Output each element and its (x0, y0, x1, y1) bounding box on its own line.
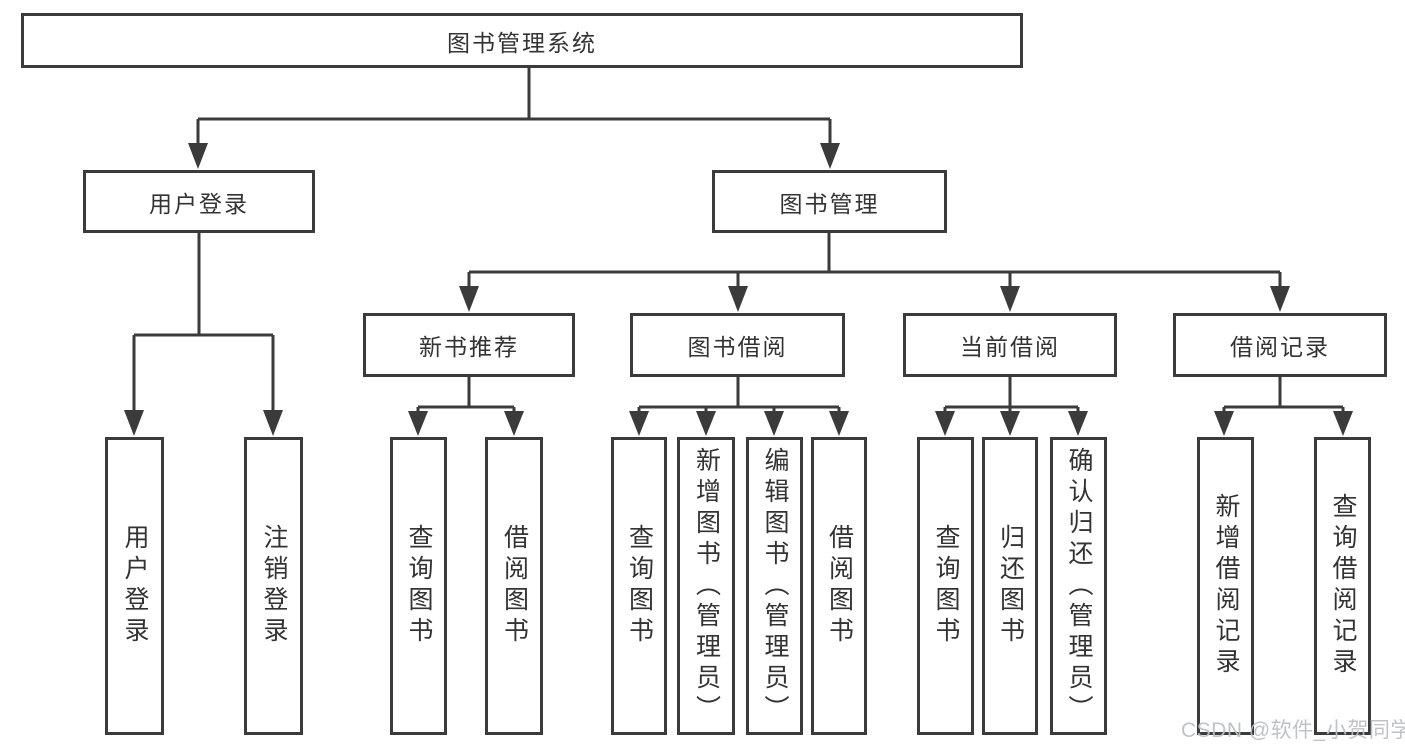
arrowhead-icon (188, 143, 208, 169)
leaf-records-query-record-label: 查询借阅记录 (1329, 493, 1357, 679)
node-borrow-records-label: 借阅记录 (1230, 334, 1330, 360)
arrowhead-icon (504, 411, 524, 436)
connector-current-borrow-to-leaves (935, 377, 1088, 436)
leaf-user-login-label: 用户登录 (121, 524, 149, 648)
arrowhead-icon (820, 143, 840, 169)
connector-book-borrow-to-leaves (629, 377, 849, 436)
leaf-current-return-books: 归还图书 (982, 437, 1038, 735)
arrowhead-icon (728, 286, 748, 312)
leaf-current-query-books-label: 查询图书 (932, 524, 960, 648)
leaf-records-add-record-label: 新增借阅记录 (1212, 493, 1240, 679)
connector-book-mgmt-to-level3 (459, 233, 1290, 312)
connector-line (1222, 377, 1345, 412)
node-book-management-label: 图书管理 (779, 190, 880, 217)
arrowhead-icon (263, 410, 283, 436)
node-system-root: 图书管理系统 (21, 13, 1023, 68)
leaf-current-confirm-return-admin-label: 确认归还（管理员） (1065, 446, 1093, 726)
connector-line (943, 377, 1080, 412)
leaf-newrec-borrow-books-label: 借阅图书 (500, 524, 529, 648)
connector-user-login-to-leaves (124, 233, 283, 436)
leaf-logout: 注销登录 (244, 437, 303, 735)
leaf-borrow-borrow-books: 借阅图书 (811, 437, 867, 735)
node-current-borrow: 当前借阅 (903, 313, 1117, 377)
arrowhead-icon (1214, 411, 1234, 436)
arrowhead-icon (1000, 411, 1020, 436)
arrowhead-icon (629, 411, 649, 436)
connector-line (637, 377, 841, 412)
node-book-borrow: 图书借阅 (630, 313, 845, 377)
arrowhead-icon (1000, 286, 1020, 312)
csdn-watermark: CSDN @软件_小贺同学 (1181, 719, 1405, 742)
leaf-user-login: 用户登录 (105, 437, 164, 735)
leaf-current-query-books: 查询图书 (917, 437, 974, 735)
node-book-borrow-label: 图书借阅 (687, 334, 788, 360)
arrowhead-icon (124, 410, 144, 436)
leaf-borrow-query-books: 查询图书 (611, 437, 667, 735)
node-new-book-recommend: 新书推荐 (363, 313, 575, 377)
node-user-login-label: 用户登录 (149, 190, 249, 217)
arrowhead-icon (935, 411, 955, 436)
connector-root-to-level2 (188, 68, 840, 169)
leaf-logout-label: 注销登录 (260, 524, 288, 648)
leaf-newrec-borrow-books: 借阅图书 (485, 437, 543, 735)
node-book-management: 图书管理 (712, 170, 947, 233)
leaf-borrow-borrow-books-label: 借阅图书 (825, 524, 854, 648)
arrowhead-icon (1333, 411, 1353, 436)
arrowhead-icon (1068, 411, 1088, 436)
connector-borrow-records-to-leaves (1214, 377, 1353, 436)
node-system-root-label: 图书管理系统 (447, 29, 597, 56)
leaf-borrow-add-books-admin: 新增图书（管理员） (677, 437, 735, 735)
arrowhead-icon (829, 411, 849, 436)
leaf-borrow-query-books-label: 查询图书 (625, 524, 654, 648)
arrowhead-icon (408, 411, 428, 436)
leaf-current-confirm-return-admin: 确认归还（管理员） (1050, 437, 1107, 735)
connector-line (467, 233, 1282, 287)
connector-new-book-rec-to-leaves (408, 377, 524, 436)
leaf-newrec-query-books: 查询图书 (390, 437, 447, 735)
node-borrow-records: 借阅记录 (1173, 313, 1387, 377)
leaf-current-return-books-label: 归还图书 (996, 524, 1025, 648)
connector-line (416, 377, 516, 412)
connector-line (132, 233, 275, 411)
leaf-newrec-query-books-label: 查询图书 (405, 524, 433, 648)
arrowhead-icon (1270, 286, 1290, 312)
arrowhead-icon (764, 411, 784, 436)
arrowhead-icon (696, 411, 716, 436)
connector-line (196, 68, 832, 144)
leaf-borrow-edit-books-admin: 编辑图书（管理员） (746, 437, 803, 735)
node-user-login: 用户登录 (83, 170, 315, 233)
leaf-records-add-record: 新增借阅记录 (1197, 437, 1254, 735)
arrowhead-icon (459, 286, 479, 312)
leaf-records-query-record: 查询借阅记录 (1314, 437, 1371, 735)
leaf-borrow-add-books-admin-label: 新增图书（管理员） (692, 446, 721, 726)
node-new-book-recommend-label: 新书推荐 (419, 334, 519, 360)
node-current-borrow-label: 当前借阅 (960, 334, 1060, 360)
leaf-borrow-edit-books-admin-label: 编辑图书（管理员） (761, 446, 789, 726)
